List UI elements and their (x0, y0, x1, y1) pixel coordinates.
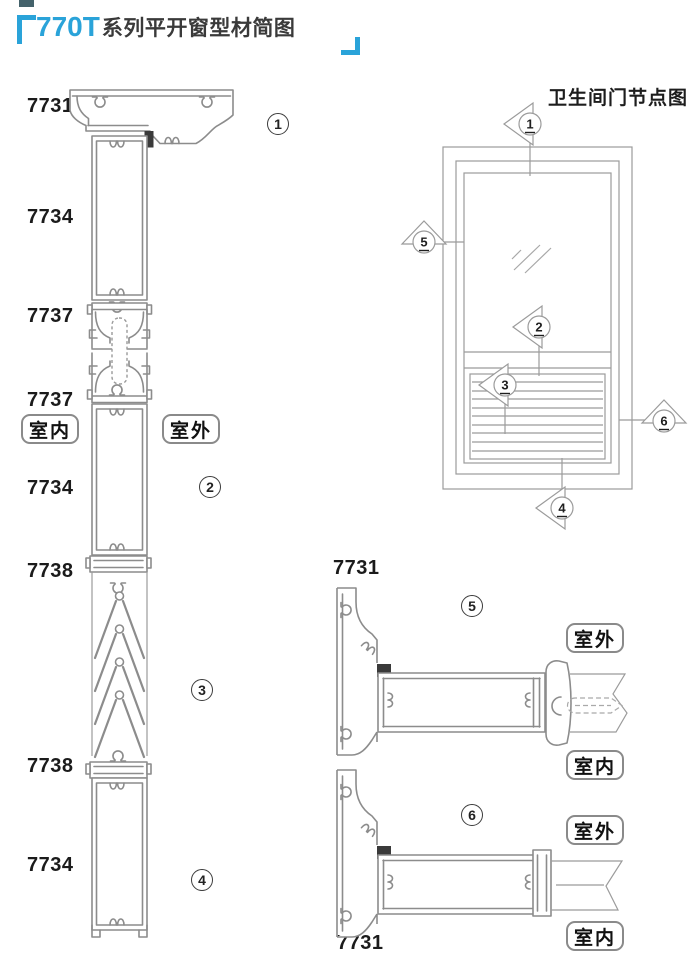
svg-text:1: 1 (526, 117, 533, 132)
profile-label-7738-a: 7738 (27, 560, 74, 582)
profile-label-7731: 7731 (27, 95, 74, 117)
door-marker-6: 6 (640, 399, 688, 433)
svg-text:2: 2 (535, 320, 542, 335)
detail6-drawing (337, 770, 624, 937)
detail5-drawing (337, 588, 628, 755)
title-open-bracket-icon (17, 15, 36, 44)
profile-stack-drawing (69, 89, 234, 938)
detail-sections-drawing (325, 550, 628, 965)
main-title-text: 系列平开窗型材简图 (101, 17, 296, 41)
profile-label-7734-b: 7734 (27, 477, 74, 499)
door-glass-pane (511, 244, 552, 274)
title-close-bracket-icon (341, 37, 360, 55)
svg-text:6: 6 (660, 414, 667, 429)
door-diagram-title: 卫生间门节点图 (548, 88, 689, 109)
zone-indoor-left: 室内 (21, 414, 80, 444)
section-circle-5: 5 (461, 595, 483, 617)
door-marker-5: 5 (400, 220, 448, 254)
profile-label-7734: 7734 (27, 206, 74, 228)
profile-label-7738-b: 7738 (27, 755, 74, 777)
profile-7734-section-a (91, 135, 148, 301)
door-marker-1: 1 (502, 101, 542, 147)
section-circle-2: 2 (199, 476, 221, 498)
profile-label-7737-b: 7737 (27, 389, 74, 411)
zone-outdoor-d5: 室外 (566, 623, 625, 653)
door-frame (442, 146, 633, 490)
profile-7734-section-c (91, 777, 148, 938)
section-circle-1: 1 (267, 113, 289, 135)
profile-7731-section (69, 89, 234, 148)
door-marker-3: 3 (477, 362, 517, 408)
zone-outdoor-d6: 室外 (566, 815, 625, 845)
door-louver-panel (469, 373, 606, 460)
svg-text:4: 4 (558, 501, 566, 516)
door-elevation-drawing: 1 2 3 4 5 (400, 101, 688, 531)
door-marker-2: 2 (511, 304, 551, 350)
section-circle-4: 4 (191, 869, 213, 891)
svg-text:5: 5 (420, 235, 427, 250)
profile-7737-section (86, 301, 153, 404)
page-corner-mark (19, 0, 34, 7)
marker-leader-lines (432, 137, 651, 497)
detail5-profile-label: 7731 (333, 557, 380, 579)
profile-label-7737-a: 7737 (27, 305, 74, 327)
main-title: 770T 系列平开窗型材简图 (36, 13, 295, 41)
profile-7734-section-b (91, 403, 148, 556)
detail5-glass-break (570, 673, 628, 733)
door-marker-4: 4 (534, 485, 574, 531)
zone-outdoor-left: 室外 (162, 414, 221, 444)
detail6-glass-break (551, 860, 624, 911)
zone-indoor-d5: 室内 (566, 750, 625, 780)
svg-text:3: 3 (501, 378, 508, 393)
section-circle-3: 3 (191, 679, 213, 701)
section-circle-6: 6 (461, 804, 483, 826)
zone-indoor-d6: 室内 (566, 921, 625, 951)
profile-label-7734-c: 7734 (27, 854, 74, 876)
series-code: 770T (36, 11, 100, 42)
profile-7738-section (85, 555, 152, 779)
